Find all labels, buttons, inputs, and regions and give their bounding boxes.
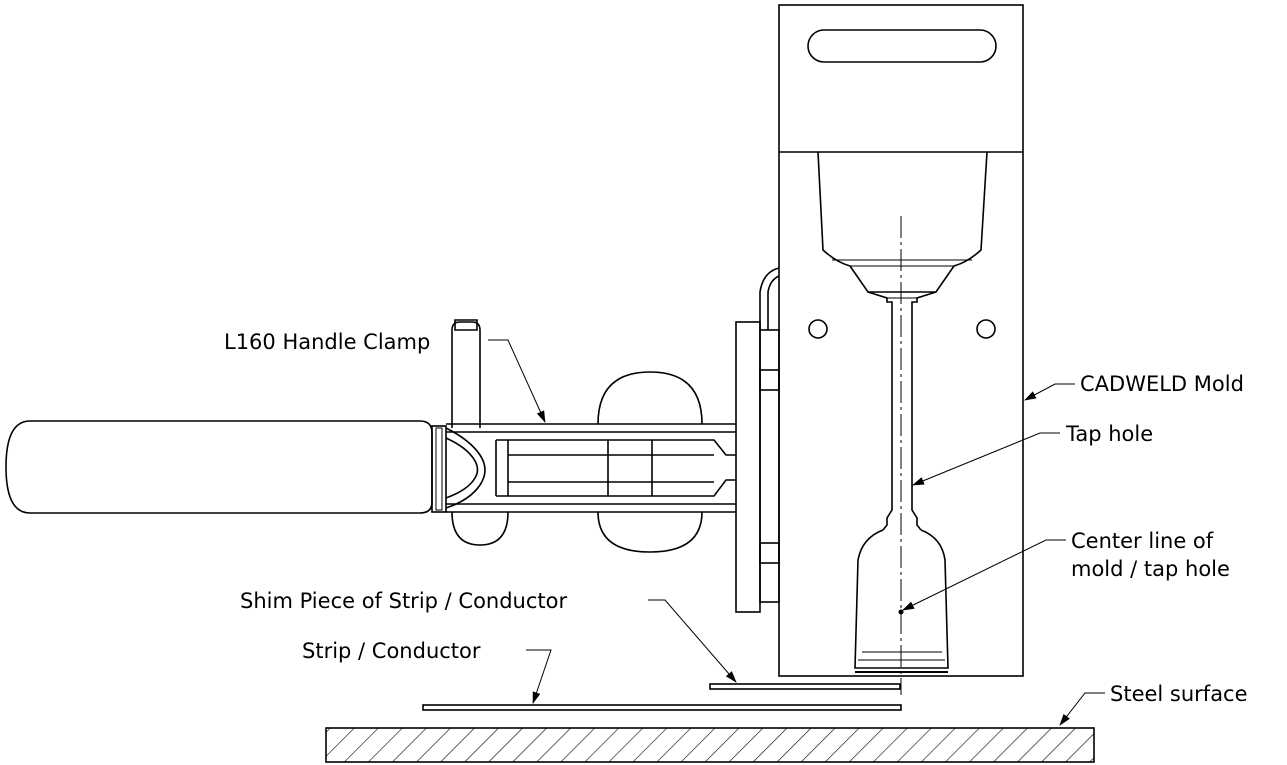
cadweld-mold <box>778 4 1024 695</box>
l160-handle-clamp <box>5 267 780 613</box>
label-handle-clamp: L160 Handle Clamp <box>224 330 430 354</box>
steel-surface <box>325 727 1095 763</box>
mounting-plate <box>735 321 761 613</box>
handle-grip <box>5 420 433 514</box>
label-cadweld-mold: CADWELD Mold <box>1080 372 1244 396</box>
mold-hole-right <box>976 319 996 339</box>
label-steel-surface: Steel surface <box>1110 682 1248 706</box>
label-strip-conductor: Strip / Conductor <box>302 639 481 663</box>
label-shim-piece: Shim Piece of Strip / Conductor <box>240 589 567 613</box>
leader-lines <box>488 339 1105 726</box>
crucible <box>817 151 988 293</box>
tap-hole <box>867 291 937 531</box>
strip-conductor <box>422 704 902 711</box>
weld-cavity <box>854 529 949 669</box>
label-center-line-1: Center line of <box>1071 529 1214 553</box>
label-center-line-2: mold / tap hole <box>1071 557 1230 581</box>
label-tap-hole: Tap hole <box>1065 422 1153 446</box>
mold-hole-left <box>808 319 828 339</box>
shim-piece <box>709 683 901 690</box>
mold-slot <box>807 29 997 63</box>
